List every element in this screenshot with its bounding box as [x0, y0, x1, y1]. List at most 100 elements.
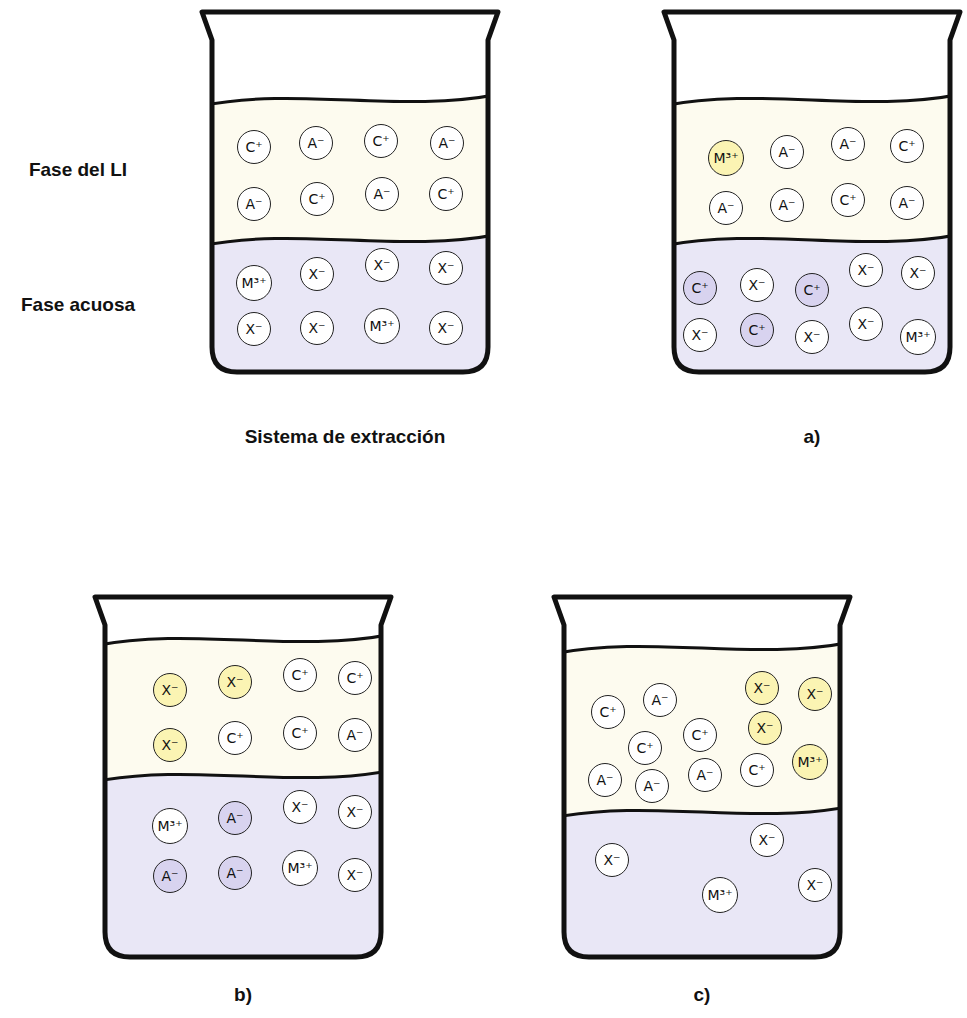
ion-circle: X⁻: [153, 728, 187, 762]
ion-label: X⁻: [374, 258, 391, 272]
ion-label: C⁺: [599, 705, 616, 719]
ion-label: M³⁺: [905, 330, 930, 344]
ion-label: X⁻: [692, 328, 709, 342]
ion-circle: M³⁺: [364, 308, 400, 344]
ion-label: A⁻: [374, 187, 391, 201]
ion-circle: A⁻: [299, 126, 333, 160]
ion-label: X⁻: [858, 263, 875, 277]
ion-label: A⁻: [697, 768, 714, 782]
ion-circle: C⁺: [429, 177, 463, 211]
ion-circle: X⁻: [365, 248, 399, 282]
ion-circle: C⁺: [795, 273, 829, 307]
ion-label: A⁻: [840, 137, 857, 151]
ion-label: X⁻: [807, 878, 824, 892]
ion-circle: C⁺: [300, 182, 334, 216]
ion-circle: C⁺: [740, 753, 774, 787]
ion-label: A⁻: [246, 197, 263, 211]
ion-label: A⁻: [718, 201, 735, 215]
ion-label: X⁻: [162, 683, 179, 697]
ion-circle: A⁻: [770, 135, 804, 169]
ion-label: X⁻: [807, 687, 824, 701]
ion-circle: A⁻: [688, 758, 722, 792]
ion-circle: C⁺: [740, 313, 774, 347]
ion-label: X⁻: [347, 868, 364, 882]
ion-label: X⁻: [804, 330, 821, 344]
panel-label: Sistema de extracción: [245, 426, 446, 448]
ion-circle: C⁺: [283, 716, 317, 750]
ion-circle: X⁻: [429, 251, 463, 285]
ion-circle: X⁻: [300, 257, 334, 291]
ion-label: X⁻: [759, 833, 776, 847]
ion-circle: M³⁺: [702, 877, 738, 913]
beaker-outline: [202, 12, 498, 372]
ion-label: C⁺: [346, 671, 363, 685]
ion-circle: A⁻: [588, 763, 622, 797]
ion-label: A⁻: [779, 198, 796, 212]
phase-label: Fase del LI: [29, 159, 127, 181]
ion-circle: X⁻: [300, 311, 334, 345]
ion-label: C⁺: [291, 668, 308, 682]
ion-circle: M³⁺: [708, 140, 744, 176]
ion-circle: C⁺: [831, 183, 865, 217]
ion-label: C⁺: [291, 726, 308, 740]
ion-circle: A⁻: [831, 127, 865, 161]
ion-label: A⁻: [644, 779, 661, 793]
ion-label: C⁺: [636, 741, 653, 755]
ion-label: C⁺: [372, 134, 389, 148]
ion-circle: X⁻: [429, 311, 463, 345]
ion-label: X⁻: [347, 805, 364, 819]
ion-circle: A⁻: [643, 683, 677, 717]
ion-label: M³⁺: [797, 755, 822, 769]
ion-circle: X⁻: [283, 790, 317, 824]
ion-label: M³⁺: [713, 151, 738, 165]
ion-circle: A⁻: [709, 191, 743, 225]
ion-circle: C⁺: [628, 731, 662, 765]
ion-circle: X⁻: [849, 253, 883, 287]
ion-label: A⁻: [308, 136, 325, 150]
ion-circle: C⁺: [237, 130, 271, 164]
ion-circle: M³⁺: [900, 319, 936, 355]
ion-circle: A⁻: [365, 177, 399, 211]
ion-label: C⁺: [691, 281, 708, 295]
beaker-liquid: [93, 634, 393, 965]
ion-circle: A⁻: [338, 718, 372, 752]
ion-circle: C⁺: [364, 124, 398, 158]
ion-label: M³⁺: [241, 276, 266, 290]
ion-label: X⁻: [309, 321, 326, 335]
ion-circle: X⁻: [740, 268, 774, 302]
ion-circle: X⁻: [218, 665, 252, 699]
ion-label: X⁻: [438, 321, 455, 335]
beaker-liquid: [662, 94, 962, 380]
ion-circle: A⁻: [218, 801, 252, 835]
ion-circle: X⁻: [338, 858, 372, 892]
ion-label: X⁻: [604, 853, 621, 867]
phase-label: Fase acuosa: [21, 294, 135, 316]
ion-circle: C⁺: [683, 718, 717, 752]
ion-circle: X⁻: [795, 320, 829, 354]
ion-circle: X⁻: [750, 823, 784, 857]
ion-circle: X⁻: [338, 795, 372, 829]
ion-label: X⁻: [292, 800, 309, 814]
ion-label: M³⁺: [287, 861, 312, 875]
ion-circle: C⁺: [338, 661, 372, 695]
ion-label: C⁺: [839, 193, 856, 207]
ion-label: C⁺: [748, 323, 765, 337]
ion-label: C⁺: [245, 140, 262, 154]
ion-circle: C⁺: [218, 721, 252, 755]
ion-label: A⁻: [652, 693, 669, 707]
ion-circle: X⁻: [683, 318, 717, 352]
beaker-liquid: [552, 642, 852, 965]
ion-circle: X⁻: [745, 671, 779, 705]
ion-circle: X⁻: [153, 673, 187, 707]
ion-circle: X⁻: [901, 256, 935, 290]
ion-circle: X⁻: [237, 312, 271, 346]
ion-circle: A⁻: [430, 126, 464, 160]
beaker-outline: [95, 597, 391, 957]
ion-label: M³⁺: [369, 319, 394, 333]
ion-circle: X⁻: [798, 677, 832, 711]
ion-circle: X⁻: [849, 307, 883, 341]
ion-circle: X⁻: [595, 843, 629, 877]
ion-label: C⁺: [691, 728, 708, 742]
ion-circle: A⁻: [218, 856, 252, 890]
